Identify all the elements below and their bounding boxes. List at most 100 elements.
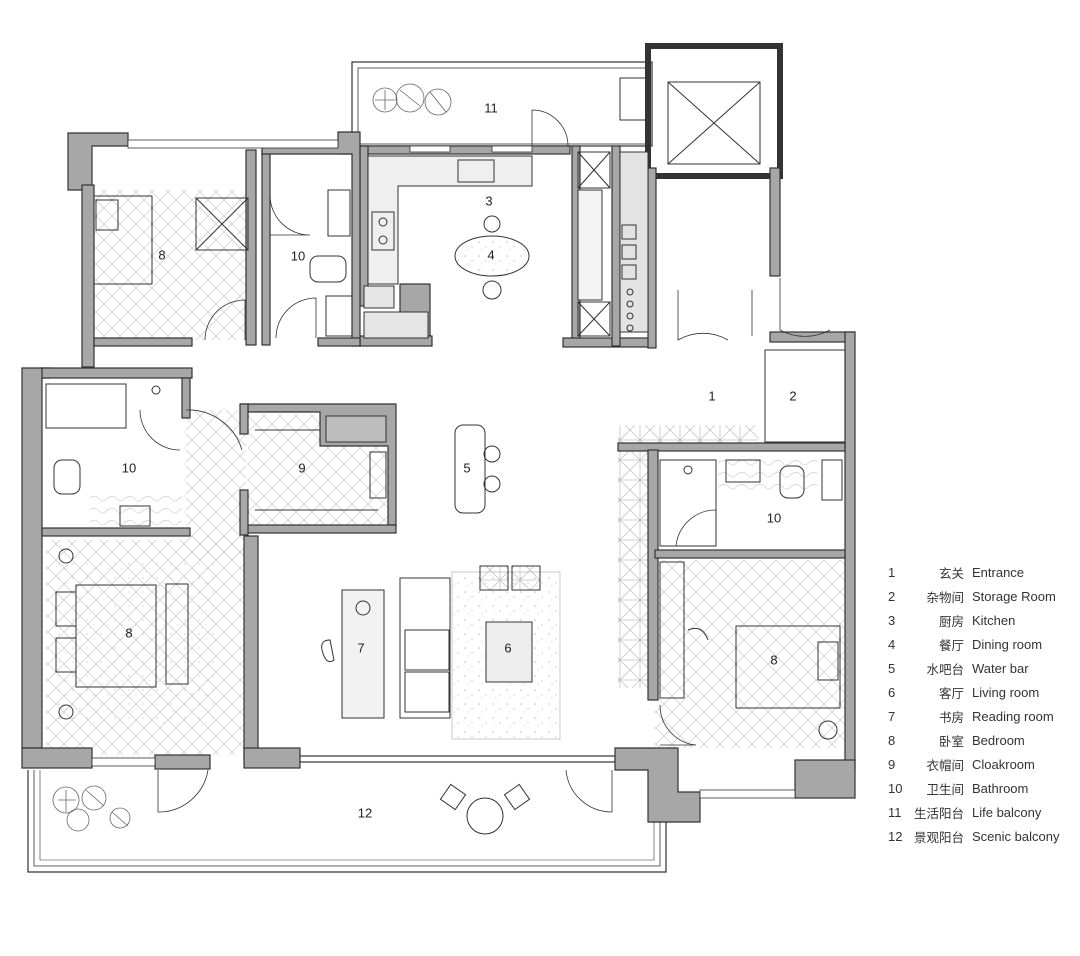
armchair-a xyxy=(479,565,509,591)
bed-sw-pillow-b xyxy=(55,637,77,673)
bath-n-vanity xyxy=(325,295,353,337)
bed-e-pillow xyxy=(817,641,839,681)
desk-nw-x xyxy=(195,197,249,251)
door-entrance-a xyxy=(677,290,729,341)
wall-kitchen-east-bottom xyxy=(562,337,654,348)
label-water-bar: 5 xyxy=(463,460,470,475)
wall-bath-e-south xyxy=(654,549,846,559)
reading-lamp xyxy=(355,600,371,616)
wall-nw-south xyxy=(93,337,193,347)
wall-cloakroom-west xyxy=(239,403,249,435)
wall-east-upper xyxy=(769,167,781,277)
legend-english-label: Life balcony xyxy=(972,804,1042,820)
lamp-sw-b xyxy=(58,704,74,720)
legend-english-label: Water bar xyxy=(972,660,1029,676)
legend-number: 2 xyxy=(888,588,896,604)
wall-west-bath-top xyxy=(41,367,193,379)
legend-chinese-label: 衣帽间 xyxy=(926,757,964,773)
label-dining: 4 xyxy=(487,247,494,262)
legend-english-label: Kitchen xyxy=(972,612,1016,628)
wall-pantry-east xyxy=(611,145,621,347)
window-se xyxy=(699,789,796,799)
wall-kitchen-north xyxy=(337,145,571,155)
coffee-table xyxy=(485,621,533,683)
bed-sw-pillow-a xyxy=(55,591,77,627)
bath-e-shower xyxy=(659,459,717,547)
door-sw-bedroom xyxy=(185,409,243,451)
label-storage: 2 xyxy=(789,388,796,403)
elevator-car xyxy=(667,81,761,165)
lamp-e xyxy=(818,720,838,740)
wall-cloakroom-lower xyxy=(239,489,249,536)
bar-stool-b xyxy=(483,475,501,493)
lamp-sw-a xyxy=(58,548,74,564)
legend-number: 5 xyxy=(888,660,896,676)
legend-number: 4 xyxy=(888,636,896,652)
legend-chinese-label: 生活阳台 xyxy=(913,805,964,821)
door-e-bedroom xyxy=(659,704,697,746)
wall-south-glass xyxy=(299,755,616,763)
label-bath-w: 10 xyxy=(122,460,136,475)
bar-stool-a xyxy=(483,445,501,463)
legend-number: 7 xyxy=(888,708,896,724)
kitchen-counter xyxy=(367,155,533,285)
kitchen-fridge xyxy=(363,311,429,339)
wall-south-left xyxy=(21,747,93,769)
plants xyxy=(52,83,452,832)
bath-e-sink xyxy=(725,459,761,483)
legend-english-label: Bathroom xyxy=(972,780,1029,796)
wall-south-mid-a xyxy=(154,754,211,770)
wall-south-mid-b xyxy=(243,747,301,769)
sofa-seat-a xyxy=(404,629,450,671)
scenic-balcony-rail-inner xyxy=(39,770,655,861)
door-scenic-b xyxy=(565,769,613,813)
walls xyxy=(21,43,856,823)
legend-chinese-label: 杂物间 xyxy=(926,589,964,605)
pantry-cabinet xyxy=(577,189,603,301)
pantry-cabinet-top-x xyxy=(577,151,611,189)
kitchen-sink xyxy=(457,159,495,183)
bedroom-sw-rug xyxy=(54,562,218,730)
wall-elevator-lobby-west xyxy=(647,167,657,349)
legend-number: 1 xyxy=(888,564,896,580)
bed-e-chair xyxy=(687,627,709,641)
wardrobe-e xyxy=(659,561,685,699)
legend-number: 10 xyxy=(888,780,903,796)
legend-row: 10 卫生间 Bathroom xyxy=(888,776,1078,800)
wall-nw-corner xyxy=(67,132,129,191)
cloak-shelf-east xyxy=(369,451,387,499)
legend-chinese-label: 玄关 xyxy=(938,565,964,581)
legend-english-label: Living room xyxy=(972,684,1040,700)
wall-se-bay xyxy=(794,759,856,799)
legend-chinese-label: 卫生间 xyxy=(926,781,964,797)
desk-nw xyxy=(195,197,249,251)
kitchen-stove xyxy=(371,211,395,251)
reading-desk xyxy=(341,589,385,719)
bath-w-toilet xyxy=(53,459,81,495)
pantry-cabinet-bottom-x xyxy=(577,301,611,337)
door-bath-n-b xyxy=(275,297,317,339)
bath-e-counter xyxy=(718,460,818,490)
bed-nw xyxy=(93,195,153,285)
elevator-cross xyxy=(667,81,761,165)
legend-english-label: Reading room xyxy=(972,708,1054,724)
life-balcony-rail xyxy=(357,67,647,145)
legend-chinese-label: 餐厅 xyxy=(938,637,964,653)
dining-chair-s xyxy=(482,280,502,300)
legend-chinese-label: 卧室 xyxy=(938,733,964,749)
bed-e xyxy=(735,625,841,709)
wall-cloakroom-south xyxy=(245,524,397,534)
dining-table xyxy=(454,235,530,277)
bed-sw xyxy=(75,584,157,688)
bath-w-counter xyxy=(90,492,182,528)
bench-sw xyxy=(165,583,189,685)
window-kitchen xyxy=(491,145,533,153)
pantry-cabinet-top xyxy=(577,151,611,189)
